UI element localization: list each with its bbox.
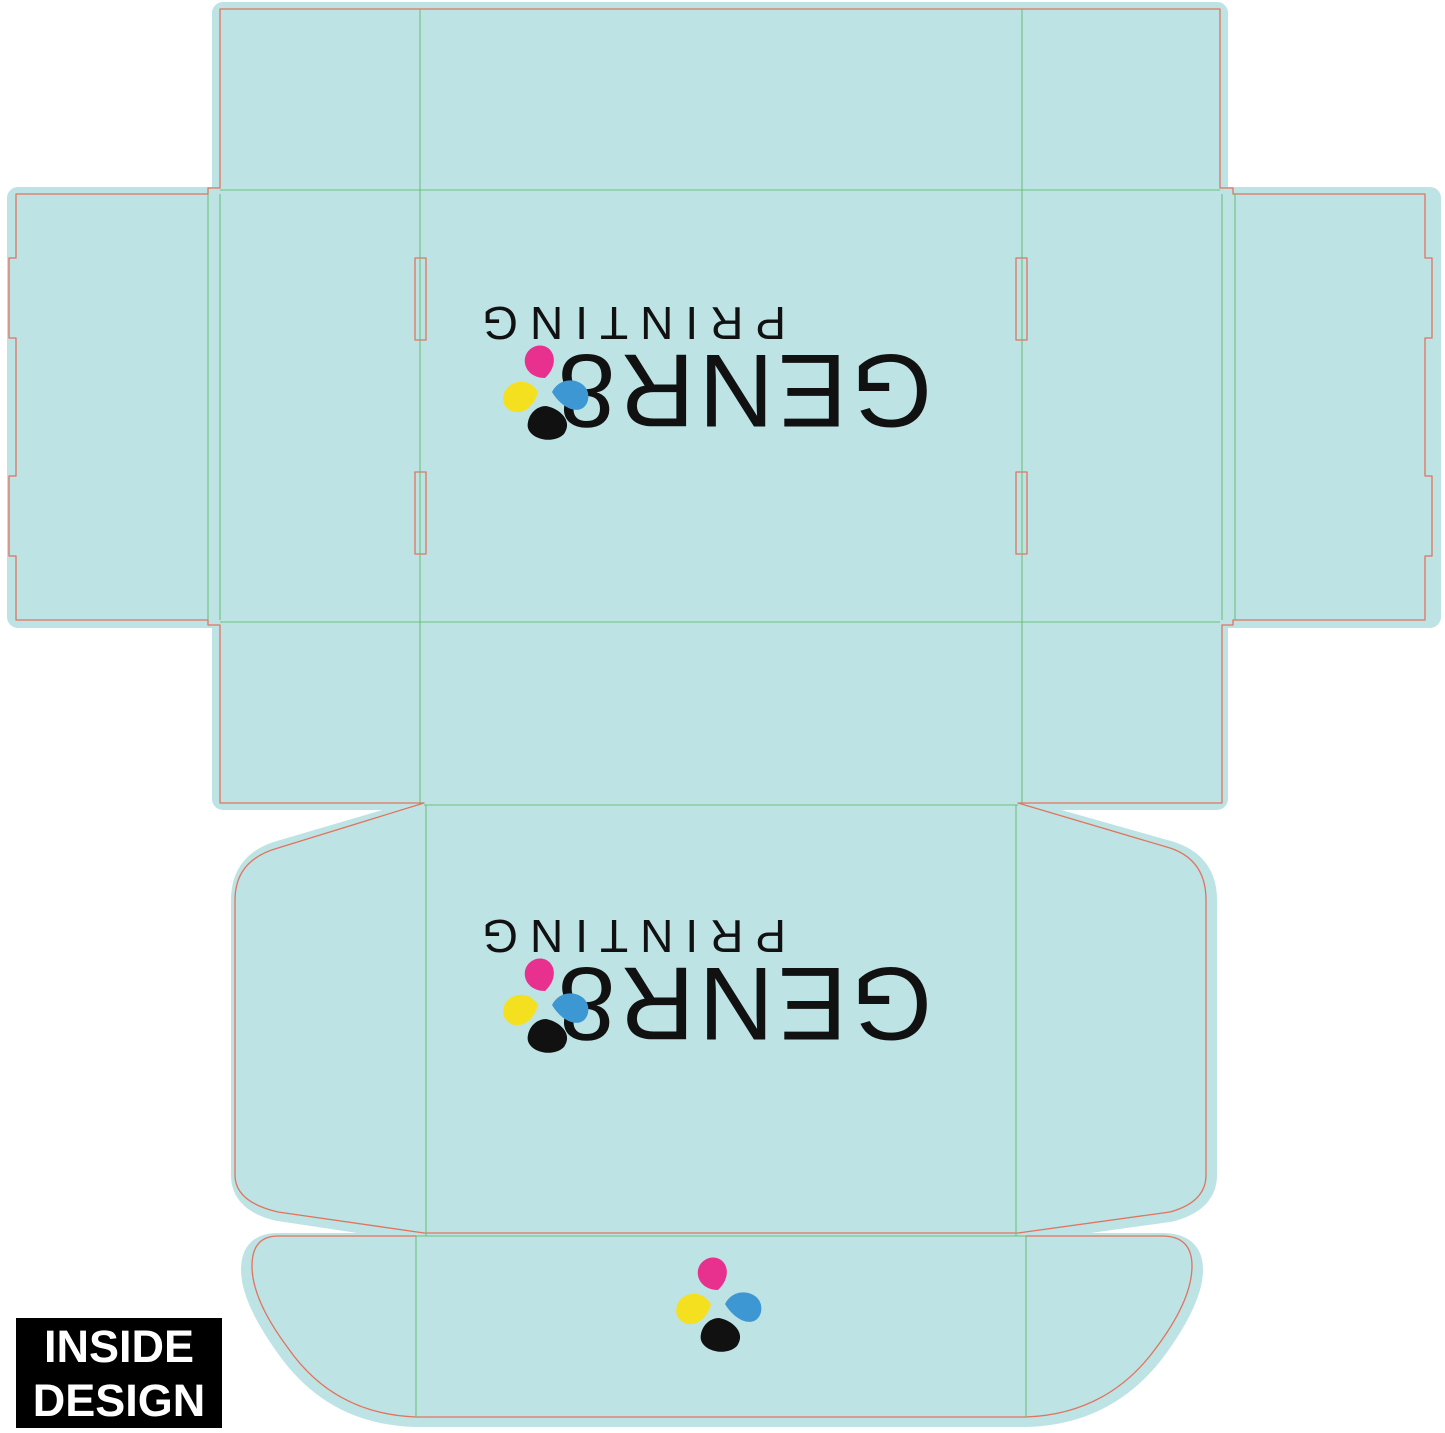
brand-name: GENR8: [554, 332, 932, 448]
lid-panel-logo: GENR8 PRINTING: [470, 910, 932, 1061]
base-panel-logo: GENR8 PRINTING: [470, 297, 932, 448]
inside-design-label: INSIDE DESIGN: [16, 1318, 222, 1428]
board-stock: [7, 2, 1441, 1427]
label-line-1: INSIDE: [43, 1321, 195, 1372]
crease-lines: [207, 9, 1236, 1417]
brand-name: GENR8: [554, 945, 932, 1061]
label-line-2: DESIGN: [32, 1375, 206, 1426]
brand-tagline: PRINTING: [470, 297, 786, 349]
brand-tagline: PRINTING: [470, 910, 786, 962]
